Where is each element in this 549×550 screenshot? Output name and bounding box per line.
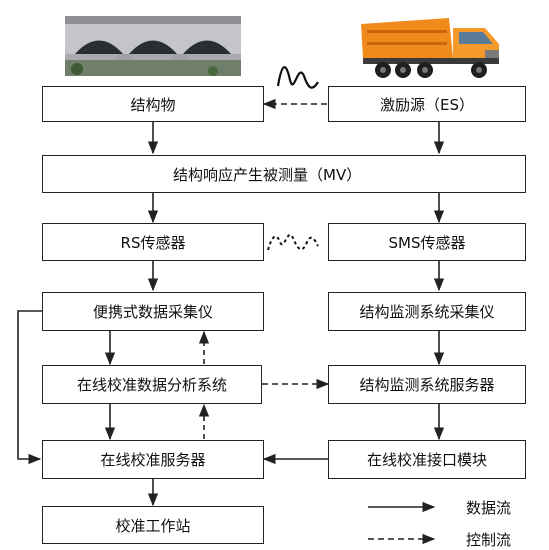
excitation-waveform-icon (276, 66, 319, 89)
interface-module-label: 在线校准接口模块 (366, 451, 487, 469)
truck-photo (353, 10, 508, 82)
sms-sensor-label: SMS传感器 (388, 233, 466, 252)
rs-sensor-box: RS传感器 (42, 223, 264, 261)
sms-daq-label: 结构监测系统采集仪 (359, 303, 495, 321)
sms-daq-box: 结构监测系统采集仪 (328, 292, 526, 331)
measurand-box: 结构响应产生被测量（MV） (42, 155, 526, 193)
legend-data-flow-label: 数据流 (466, 499, 512, 517)
calibration-server-box: 在线校准服务器 (42, 440, 264, 479)
structure-box: 结构物 (42, 86, 264, 122)
measurand-label: 结构响应产生被测量（MV） (173, 165, 362, 184)
analysis-system-box: 在线校准数据分析系统 (42, 365, 262, 404)
structure-label: 结构物 (130, 95, 176, 114)
analysis-system-label: 在线校准数据分析系统 (76, 376, 227, 394)
sms-sensor-box: SMS传感器 (328, 223, 526, 261)
sensor-waveform-icon (267, 233, 319, 251)
excitation-source-label: 激励源（ES） (380, 95, 474, 114)
rs-sensor-label: RS传感器 (120, 233, 186, 252)
workstation-label: 校准工作站 (115, 516, 191, 535)
calibration-server-label: 在线校准服务器 (100, 451, 206, 469)
arrow-daq-loop-to-calibserver (17, 310, 42, 465)
excitation-source-box: 激励源（ES） (328, 86, 526, 122)
bridge-photo (63, 13, 243, 79)
interface-module-box: 在线校准接口模块 (328, 440, 526, 479)
portable-daq-label: 便携式数据采集仪 (92, 303, 213, 321)
sms-server-box: 结构监测系统服务器 (328, 365, 526, 404)
sms-server-label: 结构监测系统服务器 (359, 376, 495, 394)
workstation-box: 校准工作站 (42, 506, 264, 544)
legend-control-flow-label: 控制流 (466, 531, 512, 549)
portable-daq-box: 便携式数据采集仪 (42, 292, 264, 331)
